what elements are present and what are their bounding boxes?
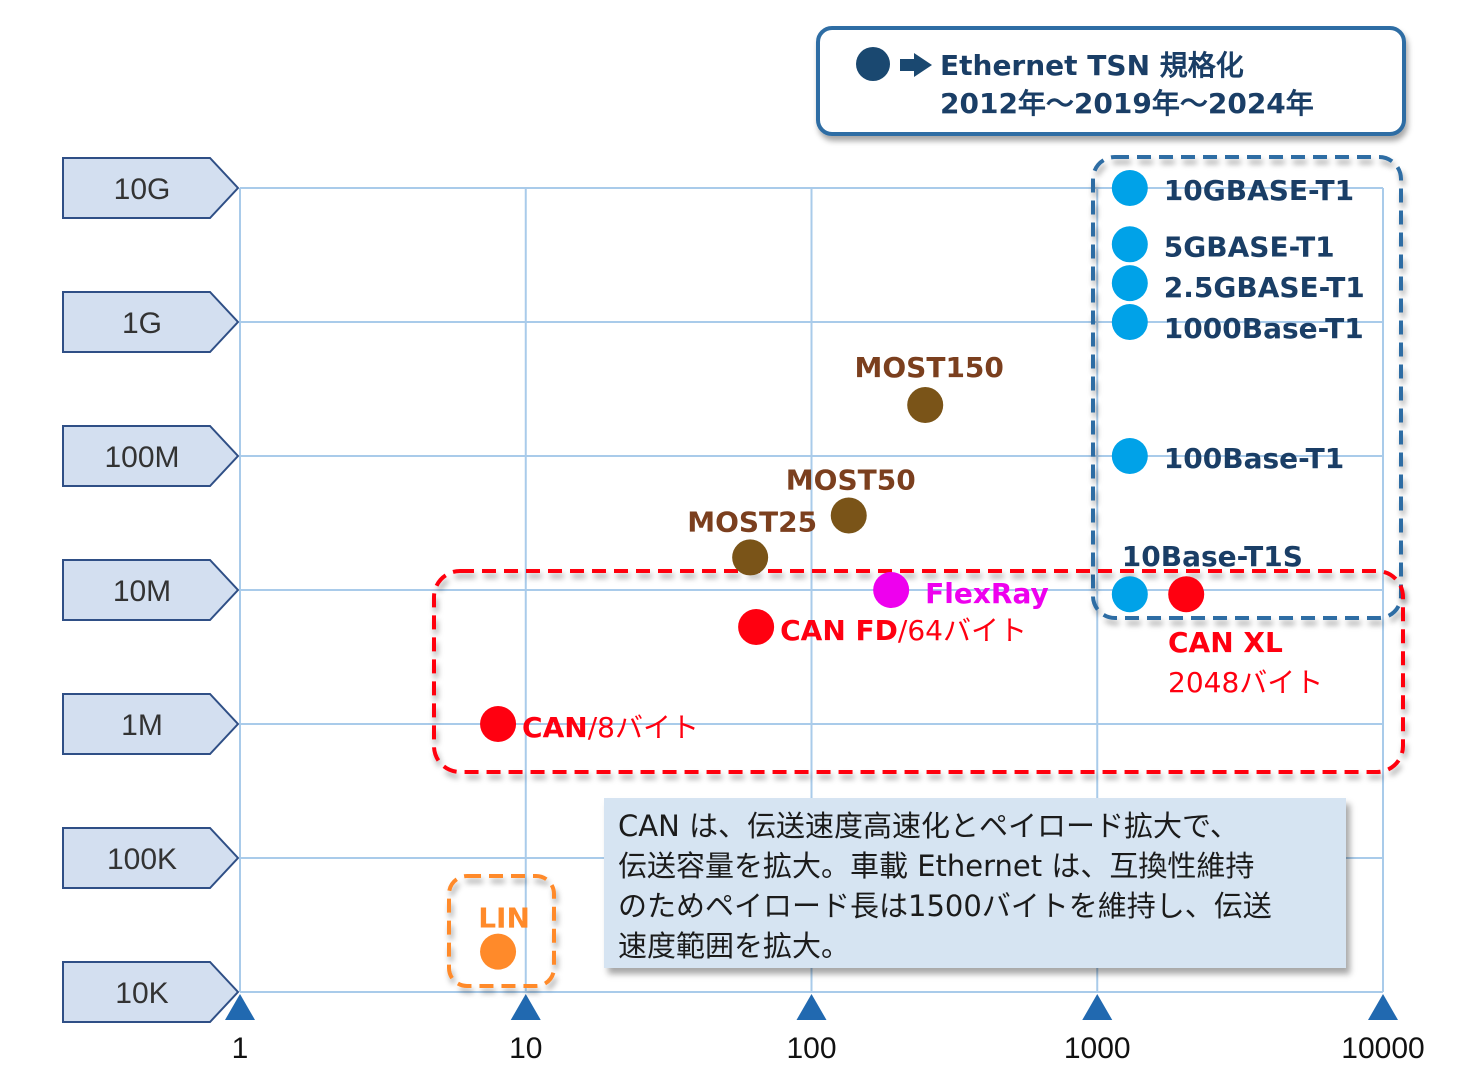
point-label: CAN/8バイト xyxy=(522,711,699,744)
data-points: 10GBASE-T1 5GBASE-T1 2.5GBASE-T1 1000Base-T… xyxy=(478,170,1365,970)
point-label: MOST25 xyxy=(687,505,817,538)
ytick-marker xyxy=(62,291,240,353)
point-label: MOST50 xyxy=(786,463,916,496)
ytick-label: 1G xyxy=(122,307,162,340)
annotation-line: 伝送容量を拡大。車載 Ethernet は、互換性維持 xyxy=(618,849,1255,883)
ytick-marker xyxy=(62,425,240,487)
xtick-marker xyxy=(1368,994,1398,1020)
legend: Ethernet TSN 規格化 2012年～2019年～2024年 xyxy=(816,26,1406,136)
ytick-label: 10K xyxy=(115,977,168,1010)
series-lin: LIN xyxy=(478,902,530,970)
ytick-label: 10M xyxy=(113,575,171,608)
point-can-xl xyxy=(1168,576,1205,613)
legend-box xyxy=(816,26,1406,136)
xtick-label: 100 xyxy=(786,1032,836,1065)
y-axis: 10G 1G 100M 10M 1M 100K 10K xyxy=(62,157,240,1023)
point-5gbase-t1 xyxy=(1111,226,1148,263)
xtick-label: 1000 xyxy=(1064,1032,1131,1065)
point-label: LIN xyxy=(478,902,530,935)
point-label: 10Base-T1S xyxy=(1122,540,1303,573)
group-boxes xyxy=(432,155,1405,988)
point-label: CAN FD/64バイト xyxy=(780,614,1027,647)
point-label: 2.5GBASE-T1 xyxy=(1164,271,1365,304)
xtick-marker xyxy=(510,994,541,1020)
point-sublabel: /8バイト xyxy=(588,711,699,744)
xtick-label: 10 xyxy=(509,1032,542,1065)
point-sublabel: /64バイト xyxy=(898,614,1027,647)
ytick-marker xyxy=(62,961,240,1023)
xtick-label: 1 xyxy=(232,1032,249,1065)
ytick-label: 10G xyxy=(114,173,171,206)
point-most25 xyxy=(732,539,769,576)
point-10base-t1s xyxy=(1111,576,1148,613)
xtick-marker xyxy=(796,994,827,1020)
ytick-label: 100K xyxy=(107,843,177,876)
legend-line1: Ethernet TSN 規格化 xyxy=(940,49,1244,82)
xtick-marker xyxy=(225,994,255,1020)
point-100base-t1 xyxy=(1111,438,1148,474)
annotation-line: 速度範囲を拡大。 xyxy=(618,929,851,963)
point-label: 5GBASE-T1 xyxy=(1164,230,1335,263)
can-group xyxy=(432,569,1405,774)
ytick-label: 1M xyxy=(121,709,163,742)
annotation-line: のためペイロード長は1500バイトを維持し、伝送 xyxy=(618,889,1272,923)
ytick-marker xyxy=(62,693,240,755)
legend-marker xyxy=(856,47,890,81)
point-label: CAN XL xyxy=(1168,626,1283,659)
series-can: CAN FD/64バイト CAN/8バイト CAN XL 2048バイト xyxy=(480,576,1323,744)
xtick-marker xyxy=(1082,994,1113,1020)
ethernet-group xyxy=(1091,155,1403,620)
point-2-5gbase-t1 xyxy=(1111,265,1148,302)
point-sublabel: 2048バイト xyxy=(1168,666,1323,699)
point-label: 100Base-T1 xyxy=(1164,442,1344,475)
annotation-line: CAN は、伝送速度高速化とペイロード拡大で、 xyxy=(618,809,1239,843)
point-label: FlexRay xyxy=(925,577,1049,610)
ytick-marker xyxy=(62,827,240,889)
point-1000base-t1 xyxy=(1111,304,1148,340)
lin-group xyxy=(447,874,556,988)
annotation-note: CAN は、伝送速度高速化とペイロード拡大で、 伝送容量を拡大。車載 Ether… xyxy=(604,798,1346,968)
series-ethernet: 10GBASE-T1 5GBASE-T1 2.5GBASE-T1 1000Base-T… xyxy=(1111,170,1365,613)
point-lin xyxy=(480,933,517,970)
point-can xyxy=(480,706,517,742)
ytick-label: 100M xyxy=(104,441,179,474)
point-label: MOST150 xyxy=(855,351,1004,384)
ytick-marker xyxy=(62,157,240,219)
point-flexray xyxy=(873,572,910,608)
point-label: 10GBASE-T1 xyxy=(1164,174,1354,207)
x-axis: 1 10 100 1000 10000 xyxy=(225,994,1425,1065)
legend-line2: 2012年～2019年～2024年 xyxy=(940,87,1314,120)
point-most50 xyxy=(830,497,867,534)
point-can-fd xyxy=(738,608,775,645)
point-10gbase-t1 xyxy=(1111,170,1148,206)
point-most150 xyxy=(907,387,944,424)
series-flexray: FlexRay xyxy=(873,572,1049,610)
ytick-marker xyxy=(62,559,240,621)
point-label: 1000Base-T1 xyxy=(1164,312,1364,345)
xtick-label: 10000 xyxy=(1341,1032,1424,1065)
arrow-right-icon xyxy=(900,53,932,77)
